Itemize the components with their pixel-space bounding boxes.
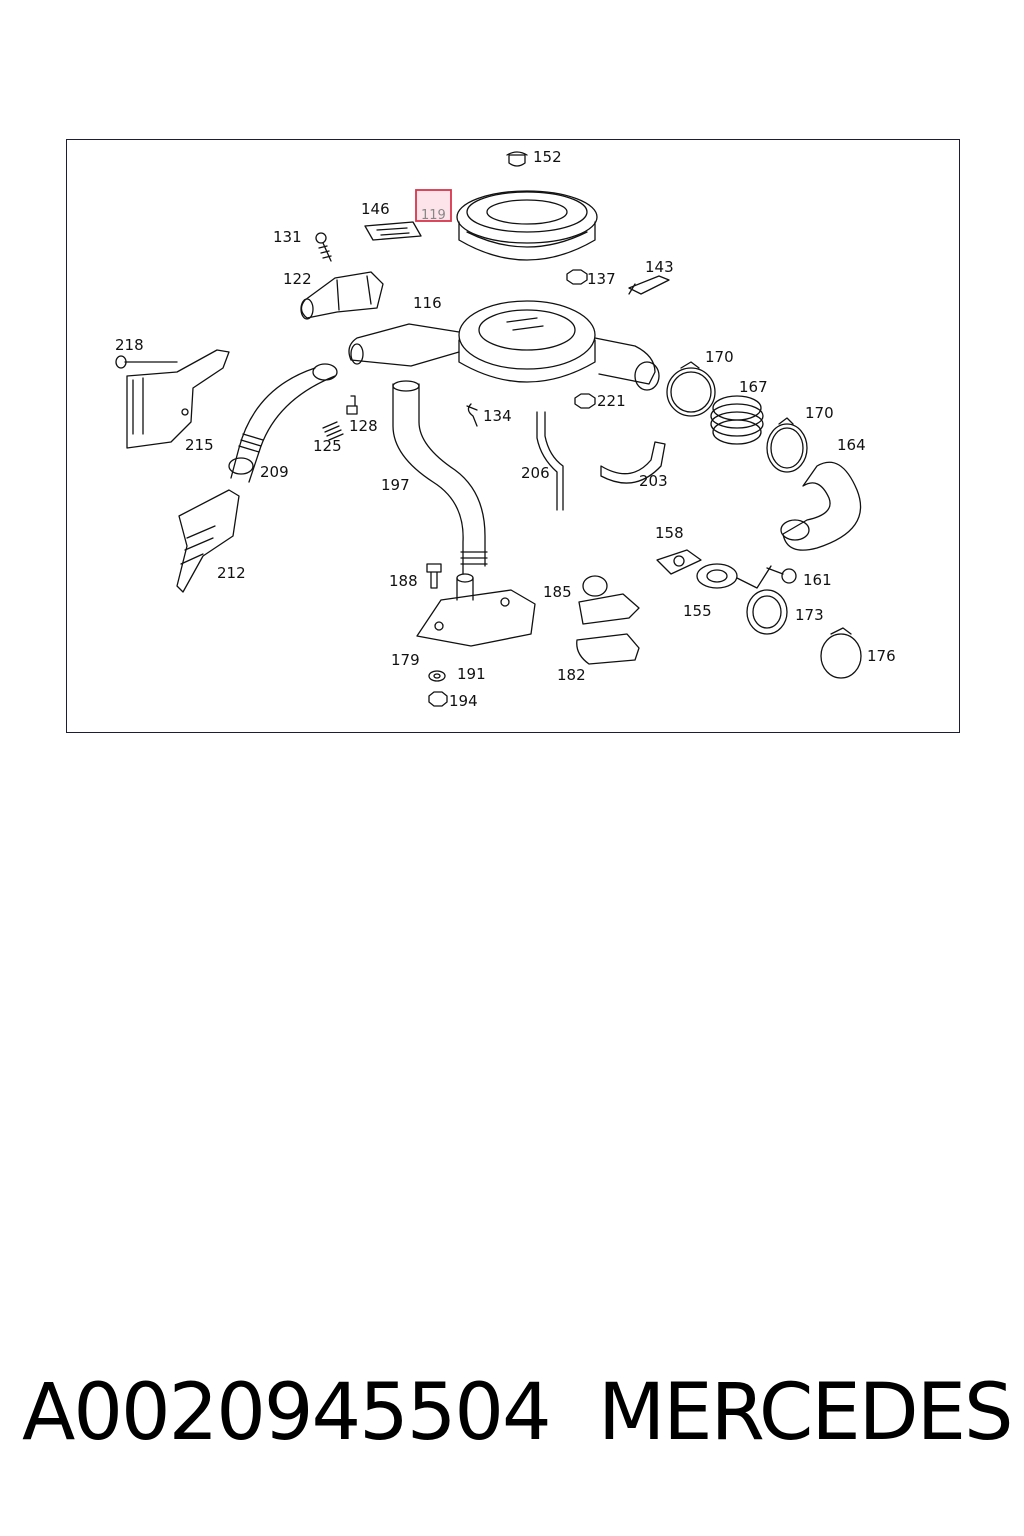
part-194-nut (428, 691, 448, 707)
part-158-gasket (656, 549, 702, 575)
part-125-spring (322, 421, 344, 441)
callout-194: 194 (449, 692, 478, 710)
part-209-intake-hose (228, 363, 338, 483)
callout-128: 128 (349, 417, 378, 435)
part-182-shield (576, 633, 640, 665)
part-212-bracket (176, 489, 240, 593)
part-164-air-pipe (780, 461, 862, 551)
part-161-bolt (766, 567, 797, 584)
callout-116: 116 (413, 294, 442, 312)
part-185-valve-body (578, 575, 640, 625)
part-173-ring (746, 589, 788, 635)
part-119-filter-element (456, 190, 598, 261)
callout-188: 188 (389, 572, 418, 590)
callout-137: 137 (587, 270, 616, 288)
callout-203: 203 (639, 472, 668, 490)
part-218-pin (115, 355, 178, 369)
part-206-small-hose (536, 411, 564, 511)
part-137-nut (566, 269, 588, 285)
callout-212: 212 (217, 564, 246, 582)
part-122-intake-snorkel (300, 271, 384, 320)
brand-name: MERCEDES (598, 1368, 1013, 1458)
part-176-clamp (820, 627, 862, 679)
callout-215: 215 (185, 436, 214, 454)
callout-134: 134 (483, 407, 512, 425)
part-167-bellows (710, 395, 764, 445)
callout-209: 209 (260, 463, 289, 481)
part-131-screw (315, 232, 332, 262)
part-116-filter-housing (348, 300, 660, 391)
callout-152: 152 (533, 148, 562, 166)
callout-182: 182 (557, 666, 586, 684)
part-number: A0020945504 (22, 1368, 552, 1458)
callout-191: 191 (457, 665, 486, 683)
part-155-flange (696, 563, 772, 589)
part-179-air-box (416, 573, 536, 647)
callout-185: 185 (543, 583, 572, 601)
part-170-hose-clamp-second (766, 417, 808, 473)
callout-119: 119 (421, 208, 446, 223)
highlight-marker-119: 119 (415, 189, 452, 223)
part-188-bolt (426, 563, 442, 589)
callout-131: 131 (273, 228, 302, 246)
callout-161: 161 (803, 571, 832, 589)
callout-197: 197 (381, 476, 410, 494)
parts-diagram: 152 146 119 131 137 143 122 116 218 170 … (66, 139, 960, 733)
callout-143: 143 (645, 258, 674, 276)
part-197-long-hose (392, 380, 488, 575)
part-191-washer (428, 670, 446, 682)
part-128-valve (346, 395, 358, 415)
part-143-clip (628, 275, 670, 295)
callout-176: 176 (867, 647, 896, 665)
callout-146: 146 (361, 200, 390, 218)
callout-206: 206 (521, 464, 550, 482)
callout-122: 122 (283, 270, 312, 288)
part-215-duct-bracket (126, 349, 230, 449)
part-134-clip (466, 403, 478, 427)
callout-164: 164 (837, 436, 866, 454)
callout-170-a: 170 (705, 348, 734, 366)
callout-158: 158 (655, 524, 684, 542)
callout-173: 173 (795, 606, 824, 624)
callout-170-b: 170 (805, 404, 834, 422)
part-203-hose (600, 441, 666, 484)
part-221-nut (574, 393, 596, 409)
callout-125: 125 (313, 437, 342, 455)
exploded-parts-drawing: 152 146 119 131 137 143 122 116 218 170 … (115, 148, 896, 710)
callout-167: 167 (739, 378, 768, 396)
part-152-cap (506, 151, 528, 167)
callout-179: 179 (391, 651, 420, 669)
part-caption: A0020945504 MERCEDES (0, 1368, 1024, 1468)
callout-221: 221 (597, 392, 626, 410)
callout-218: 218 (115, 336, 144, 354)
part-170-hose-clamp (666, 361, 716, 417)
callout-155: 155 (683, 602, 712, 620)
part-146-label (364, 221, 422, 241)
